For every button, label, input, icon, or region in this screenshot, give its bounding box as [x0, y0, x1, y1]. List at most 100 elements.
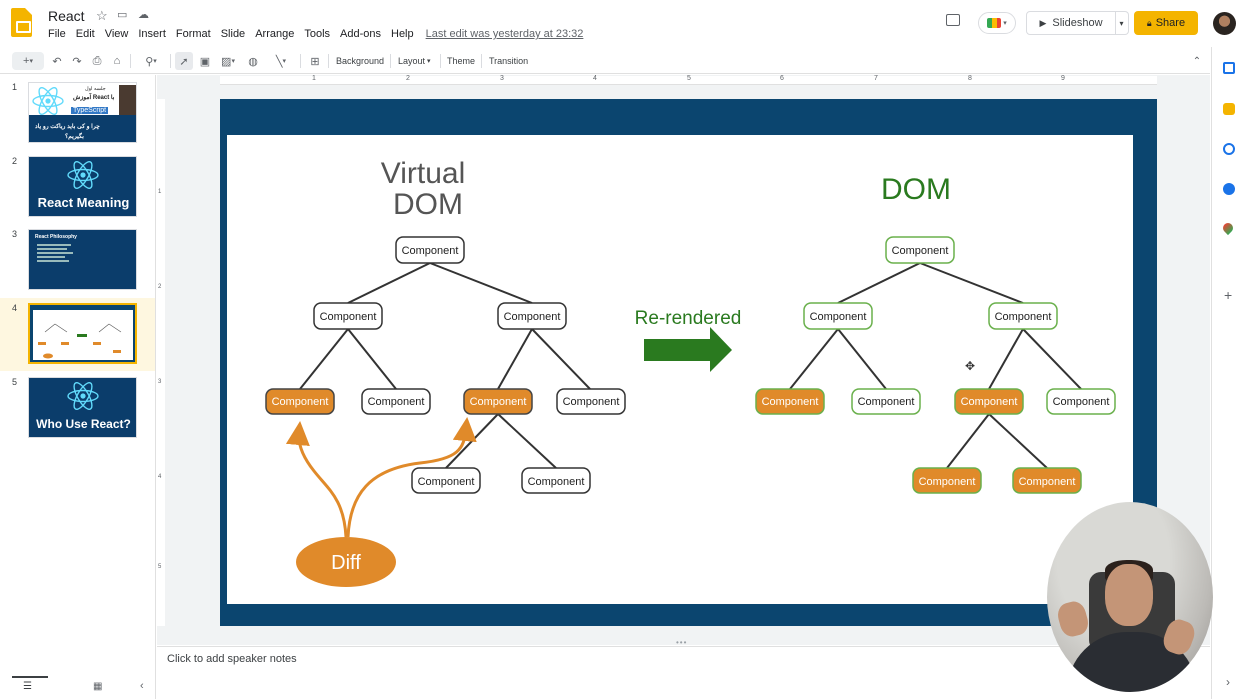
- diff-label: Diff: [331, 552, 361, 574]
- notes-resize-handle[interactable]: •••: [676, 638, 688, 647]
- svg-text:Component: Component: [762, 396, 819, 408]
- slide-thumbnail-5[interactable]: Who Use React?: [28, 377, 137, 438]
- dom-node-updated: Component: [954, 388, 1024, 415]
- vertical-ruler[interactable]: 1 2 3 4 5: [157, 99, 165, 626]
- ruler-mark: 2: [406, 75, 410, 82]
- dom-node-updated: Component: [1012, 467, 1082, 494]
- select-icon[interactable]: ➚: [175, 52, 193, 70]
- speaker-notes-placeholder[interactable]: Click to add speaker notes: [167, 653, 297, 665]
- comments-icon[interactable]: [946, 14, 960, 26]
- dom-node-right: Component: [988, 302, 1058, 330]
- meet-button[interactable]: ▾: [978, 12, 1016, 34]
- avatar[interactable]: [1213, 12, 1236, 35]
- menu-arrange[interactable]: Arrange: [255, 28, 295, 40]
- grid-view-icon[interactable]: ▦: [93, 681, 103, 692]
- thumb1-line2: آموزش React با: [73, 95, 115, 101]
- layout-label: Layout: [398, 56, 426, 66]
- thumb-number-4: 4: [12, 303, 18, 313]
- top-bar: React ☆ ▭ ☁ File Edit View Insert Format…: [0, 0, 1244, 47]
- slideshow-dropdown[interactable]: ▾: [1115, 11, 1129, 35]
- slide-thumbnail-2[interactable]: React Meaning: [28, 156, 137, 217]
- menu-addons[interactable]: Add-ons: [340, 28, 381, 40]
- comment-add-icon[interactable]: ⊞: [310, 55, 320, 68]
- share-button[interactable]: 🔒︎ Share: [1134, 11, 1198, 35]
- svg-text:Component: Component: [919, 476, 976, 488]
- thumb-number-3: 3: [12, 229, 18, 239]
- slideshow-label: Slideshow: [1052, 17, 1103, 29]
- svg-text:Component: Component: [810, 311, 867, 323]
- slide-thumbnail-3[interactable]: React Philosophy: [28, 229, 137, 290]
- tasks-icon[interactable]: [1223, 143, 1235, 155]
- thumb1-line1: جلسه اول: [85, 86, 106, 92]
- paint-format-icon[interactable]: ⌂: [113, 55, 121, 67]
- svg-text:Component: Component: [1053, 396, 1110, 408]
- print-icon[interactable]: ⎙: [92, 54, 102, 67]
- ruler-mark: 6: [780, 75, 784, 82]
- share-label: Share: [1155, 17, 1186, 29]
- toolbar: + ▾ ↶ ↷ ⎙ ⌂ ⚲ ▾ ➚ ▣ ▨▾ ◍ ╲ ▾ ⊞ Backgroun…: [0, 48, 1210, 74]
- vdom-node: Component: [521, 467, 591, 494]
- calendar-icon[interactable]: [1223, 62, 1235, 74]
- menu-edit[interactable]: Edit: [75, 28, 95, 40]
- ruler-mark: 1: [312, 75, 316, 82]
- thumb1-line3: TypeScript: [71, 107, 109, 114]
- slide-diagram: Virtual DOM DOM Re-rendered Diff Compone…: [265, 157, 1116, 587]
- present-icon: ▶: [1039, 17, 1047, 28]
- last-edit-link[interactable]: Last edit was yesterday at 23:32: [425, 28, 584, 40]
- shape-icon[interactable]: ◍: [248, 55, 258, 68]
- slideshow-button[interactable]: ▶ Slideshow: [1026, 11, 1116, 35]
- ruler-mark: 1: [158, 189, 162, 195]
- undo-icon[interactable]: ↶: [52, 55, 62, 68]
- webcam-overlay: [1047, 502, 1213, 692]
- menu-insert[interactable]: Insert: [138, 28, 166, 40]
- star-icon[interactable]: ☆: [96, 8, 108, 23]
- theme-button[interactable]: Theme: [447, 56, 476, 66]
- vdom-node-root: Component: [395, 236, 465, 264]
- collapse-panel-icon[interactable]: ‹: [140, 680, 144, 692]
- background-button[interactable]: Background: [336, 56, 385, 66]
- zoom-button[interactable]: ⚲ ▾: [145, 55, 157, 68]
- menu-slide[interactable]: Slide: [220, 28, 246, 40]
- text-box-icon[interactable]: ▣: [199, 55, 211, 68]
- menu-file[interactable]: File: [48, 28, 66, 40]
- filmstrip-view-icon[interactable]: ☰: [23, 681, 32, 692]
- thumb2-title: React Meaning: [37, 195, 130, 210]
- menu-help[interactable]: Help: [391, 28, 414, 40]
- document-title[interactable]: React: [48, 8, 85, 24]
- move-cursor-icon: ✥: [965, 359, 975, 373]
- transition-button[interactable]: Transition: [489, 56, 529, 66]
- slide-content-area[interactable]: [227, 135, 1133, 604]
- menu-view[interactable]: View: [104, 28, 129, 40]
- speaker-notes-panel[interactable]: [157, 646, 1210, 699]
- chevron-down-icon: ▾: [1003, 20, 1007, 27]
- vdom-node-right: Component: [497, 302, 567, 330]
- side-panel-rail: [1211, 47, 1244, 699]
- redo-icon[interactable]: ↷: [72, 55, 82, 68]
- contacts-icon[interactable]: [1223, 183, 1235, 195]
- svg-text:Component: Component: [470, 396, 527, 408]
- layout-button[interactable]: Layout▾: [398, 56, 431, 66]
- image-icon[interactable]: ▨▾: [221, 55, 235, 68]
- slide-thumbnail-1[interactable]: جلسه اول آموزش React با TypeScript چرا و…: [28, 82, 137, 143]
- thumb3-title: React Philosophy: [35, 234, 77, 240]
- svg-text:Component: Component: [858, 396, 915, 408]
- horizontal-ruler[interactable]: 1 2 3 4 5 6 7 8 9: [220, 75, 1157, 85]
- collapse-toolbar-icon[interactable]: ⌃: [1192, 55, 1202, 67]
- dom-heading: DOM: [881, 173, 951, 206]
- new-slide-button[interactable]: + ▾: [12, 52, 44, 70]
- keep-icon[interactable]: [1223, 103, 1235, 115]
- vdom-node: Component: [411, 467, 481, 494]
- slides-logo-icon[interactable]: [11, 8, 32, 37]
- expand-rail-icon[interactable]: ›: [1226, 675, 1230, 689]
- move-folder-icon[interactable]: ▭: [117, 9, 128, 21]
- menu-format[interactable]: Format: [175, 28, 211, 40]
- ruler-mark: 3: [500, 75, 504, 82]
- cloud-status-icon[interactable]: ☁: [138, 9, 149, 21]
- ruler-mark: 7: [874, 75, 878, 82]
- slide-thumbnail-4[interactable]: [28, 303, 137, 364]
- add-addon-icon[interactable]: +: [1224, 287, 1233, 303]
- svg-text:Component: Component: [892, 245, 949, 257]
- menu-tools[interactable]: Tools: [304, 28, 331, 40]
- line-icon[interactable]: ╲ ▾: [275, 55, 287, 68]
- lock-icon: 🔒︎: [1146, 17, 1152, 28]
